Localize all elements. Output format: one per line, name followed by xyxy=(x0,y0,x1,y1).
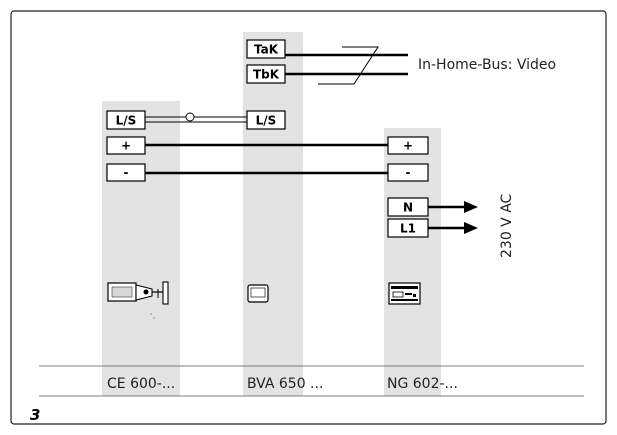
video-monitor-icon xyxy=(247,284,269,303)
figure-number: 3 xyxy=(30,406,40,424)
terminal-ce-ls: L/S xyxy=(106,110,146,130)
device-label-bva: BVA 650 ... xyxy=(247,376,323,392)
terminal-label: TaK xyxy=(254,43,279,57)
terminal-label: TbK xyxy=(253,68,280,82)
bus-label: In-Home-Bus: Video xyxy=(418,57,556,73)
terminal-ng-l1: L1 xyxy=(387,218,429,238)
terminal-label: - xyxy=(406,166,411,180)
terminal-ng-n: N xyxy=(387,197,429,217)
bus-bracket xyxy=(318,46,379,85)
terminal-bva-ls: L/S xyxy=(246,110,286,130)
device-label-ng: NG 602-... xyxy=(387,376,458,392)
figure-frame xyxy=(10,10,607,425)
camera-icon xyxy=(107,281,169,319)
terminal-ce-minus: - xyxy=(106,163,146,182)
arrow-n xyxy=(464,201,478,213)
power-supply-icon xyxy=(388,282,421,305)
terminal-ce-plus: + xyxy=(106,136,146,155)
terminal-label: N xyxy=(403,201,413,215)
terminal-label: L/S xyxy=(256,114,277,128)
terminal-bva-tak: TaK xyxy=(246,39,286,59)
terminal-label: L1 xyxy=(400,222,416,236)
ls-ring xyxy=(185,112,195,122)
terminal-bva-tbk: TbK xyxy=(246,64,286,84)
terminal-label: + xyxy=(403,139,413,153)
arrow-l1 xyxy=(464,222,478,234)
terminal-label: L/S xyxy=(116,114,137,128)
terminal-label: + xyxy=(121,139,131,153)
terminal-ng-minus: - xyxy=(387,163,429,182)
device-label-ce: CE 600-... xyxy=(107,376,175,392)
terminal-ng-plus: + xyxy=(387,136,429,155)
mains-label: 230 V AC xyxy=(499,193,515,258)
column-bva xyxy=(243,32,303,396)
terminal-label: - xyxy=(124,166,129,180)
